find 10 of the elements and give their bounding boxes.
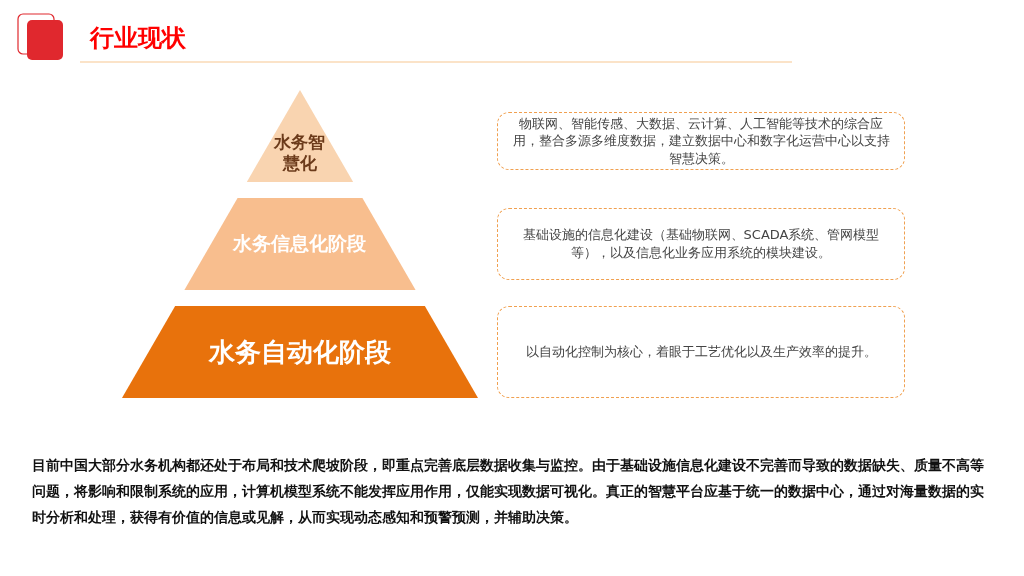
summary-paragraph: 目前中国大部分水务机构都还处于布局和技术爬坡阶段，即重点完善底层数据收集与监控。由于基础设施信息化建设不完善而导致的数据缺失、质量不高等问题，将影响和限制系统的应用，计算机模型系统不能发挥应用作用，仅能实现数据可视化。真正的智慧平台应基于统一的数据中心，通过对海量数据的实时分析和处理，获得有价值的信息或见解，从而实现动态感知和预警预测，并辅助决策。 xyxy=(32,456,985,527)
description-text: 基础设施的信息化建设（基础物联网、SCADA系统、管网模型等），以及信息化业务应用系统的模块建设。 xyxy=(521,226,881,262)
description-text: 以自动化控制为核心，着眼于工艺优化以及生产效率的提升。 xyxy=(525,343,877,361)
description-text: 物联网、智能传感、大数据、云计算、人工智能等技术的综合应用，整合多源多维度数据，建立数据中心和数字化运营中心以支持智慧决策。 xyxy=(511,114,891,168)
slide-title: 行业现状 xyxy=(90,23,186,54)
tier-label: 水务信息化阶段 xyxy=(233,231,367,256)
tier-label: 水务智慧化 xyxy=(273,131,327,175)
tier-label: 水务自动化阶段 xyxy=(209,335,391,369)
description-card xyxy=(497,306,905,398)
description-card xyxy=(497,208,905,280)
